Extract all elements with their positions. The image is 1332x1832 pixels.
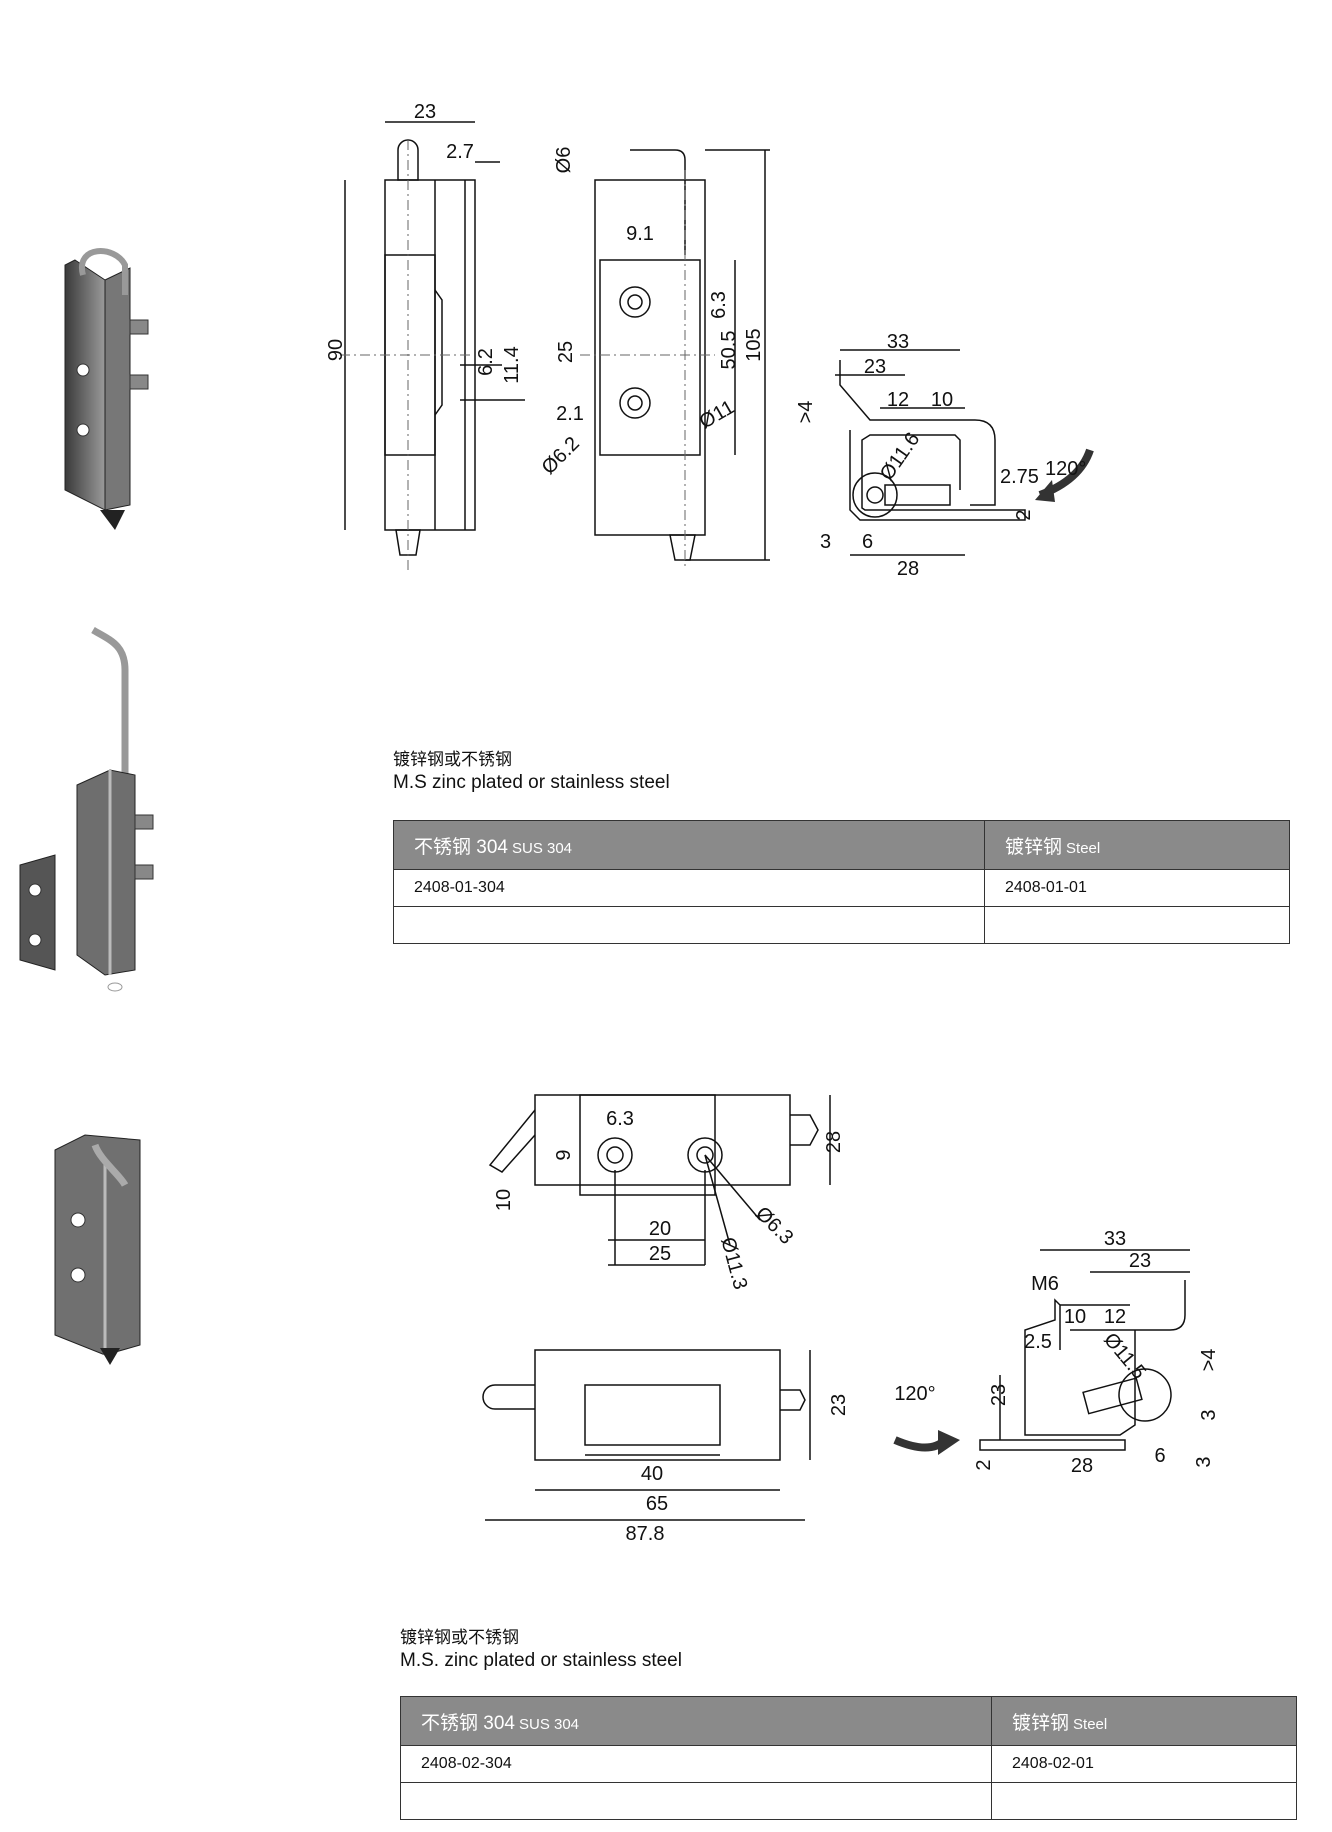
dim-front-1: 23 [414,101,436,123]
table-cell: 2408-02-01 [991,1745,1297,1783]
dim-plan-7: Ø6.3 [751,1203,797,1249]
header-stainless-en: SUS 304 [518,1715,580,1733]
table-cell [991,1782,1297,1820]
dim-front-4: 6.2 [475,348,497,376]
dim-side2-9: >4 [1198,1349,1220,1372]
dim-top-10: 3 [820,531,831,553]
dim-side2-8: 23 [988,1384,1010,1406]
table-row: 2408-01-304 2408-01-01 [393,869,1290,907]
material-caption-en-1: M.S zinc plated or stainless steel [393,772,670,793]
dim-side2-11: 120° [894,1383,935,1405]
material-caption-cn-1: 镀锌钢或不锈钢 [393,750,512,769]
dim-side-8: Ø6.2 [540,433,584,479]
header-steel-cn: 镀锌钢 [1012,1712,1070,1734]
dim-elev-4: 87.8 [626,1523,665,1545]
technical-drawing-front-view-1: 23 2.7 90 6.2 11.4 [325,101,525,570]
dim-front-3: 90 [325,339,347,361]
dim-top-6: Ø11.6 [876,429,924,485]
table-cell: 2408-01-01 [984,869,1290,907]
header-stainless-en: SUS 304 [511,839,573,857]
table-row [400,1782,1297,1820]
table-cell: 2408-01-304 [393,869,985,907]
dim-side2-12: 2 [973,1459,995,1470]
table-cell [984,906,1290,944]
dim-side2-10: 3 [1198,1409,1220,1420]
table-row: 2408-02-304 2408-02-01 [400,1745,1297,1783]
technical-drawing-top-view-1: 33 23 12 10 >4 Ø11.6 2.75 120° 2 3 6 28 [795,331,1094,580]
table-cell: 2408-02-304 [400,1745,992,1783]
table-row [393,906,1290,944]
technical-drawing-elevation-2: 23 40 65 87.8 [482,1349,850,1545]
material-caption-cn-2: 镀锌钢或不锈钢 [400,1628,519,1647]
dim-side-9: Ø11 [696,396,738,433]
dim-top-9: 2 [1013,509,1035,520]
dim-plan-5: 20 [649,1218,671,1240]
header-steel-en: Steel [1073,1715,1108,1733]
dim-top-8: 120° [1045,458,1086,480]
dim-side2-2: 23 [1129,1250,1151,1272]
dim-side-2: 9.1 [626,223,654,245]
dim-top-3: 12 [887,389,909,411]
dim-elev-2: 40 [641,1463,663,1485]
header-steel-en: Steel [1066,839,1101,857]
header-steel-cn: 镀锌钢 [1005,836,1063,858]
header-stainless-cn: 不锈钢 304 [421,1712,515,1734]
dim-plan-3: 10 [493,1189,515,1211]
dim-side-5: 50.5 [718,331,740,370]
dim-side2-1: 33 [1104,1228,1126,1250]
dim-plan-4: 28 [823,1131,845,1153]
dim-elev-1: 23 [828,1394,850,1416]
dim-top-2: 23 [864,356,886,378]
technical-drawing-plan-view-2: 6.3 9 10 28 20 25 Ø6.3 Ø11.3 [488,1094,845,1292]
dim-side-3: 6.3 [708,291,730,319]
dim-front-5: 11.4 [501,346,523,383]
dim-side2-3: M6 [1031,1273,1059,1295]
dim-top-12: 28 [897,558,919,580]
dim-side2-14: 6 [1154,1445,1165,1467]
dim-side2-13: 28 [1071,1455,1093,1477]
dim-side2-7: Ø11.5 [1099,1329,1150,1384]
technical-drawing-side-view-1: Ø6 9.1 6.3 25 50.5 105 2.1 Ø6.2 Ø11 [540,147,770,570]
dim-side-6: 105 [743,328,765,361]
dim-side-1: Ø6 [553,147,575,174]
hinge-product-photo-1 [64,248,149,530]
dim-side2-15: 3 [1193,1456,1215,1467]
dim-top-7: 2.75 [1000,466,1039,488]
dim-side-7: 2.1 [556,403,584,425]
dim-front-2: 2.7 [446,141,474,163]
dim-top-4: 10 [931,389,953,411]
dim-plan-2: 9 [553,1149,575,1160]
dim-plan-8: Ø11.3 [716,1235,751,1292]
table-cell [400,1782,992,1820]
table-cell [393,906,985,944]
dim-top-11: 6 [862,531,873,553]
dim-plan-6: 25 [649,1243,671,1265]
material-caption-en-2: M.S. zinc plated or stainless steel [400,1650,682,1671]
dim-top-1: 33 [887,331,909,353]
dim-side2-5: 12 [1104,1306,1126,1328]
hinge-product-photo-3 [54,1134,141,1365]
dim-side-4: 25 [555,341,577,363]
dim-side2-4: 10 [1064,1306,1086,1328]
dim-side2-6: 2.5 [1024,1331,1052,1353]
hinge-product-photo-2 [19,626,154,992]
dim-elev-3: 65 [646,1493,668,1515]
dim-top-5: >4 [795,401,817,424]
technical-drawing-side-view-2: 33 23 M6 10 12 2.5 Ø11.5 23 >4 3 120° 2 … [893,1228,1220,1477]
header-stainless-cn: 不锈钢 304 [414,836,508,858]
dim-plan-1: 6.3 [606,1108,634,1130]
